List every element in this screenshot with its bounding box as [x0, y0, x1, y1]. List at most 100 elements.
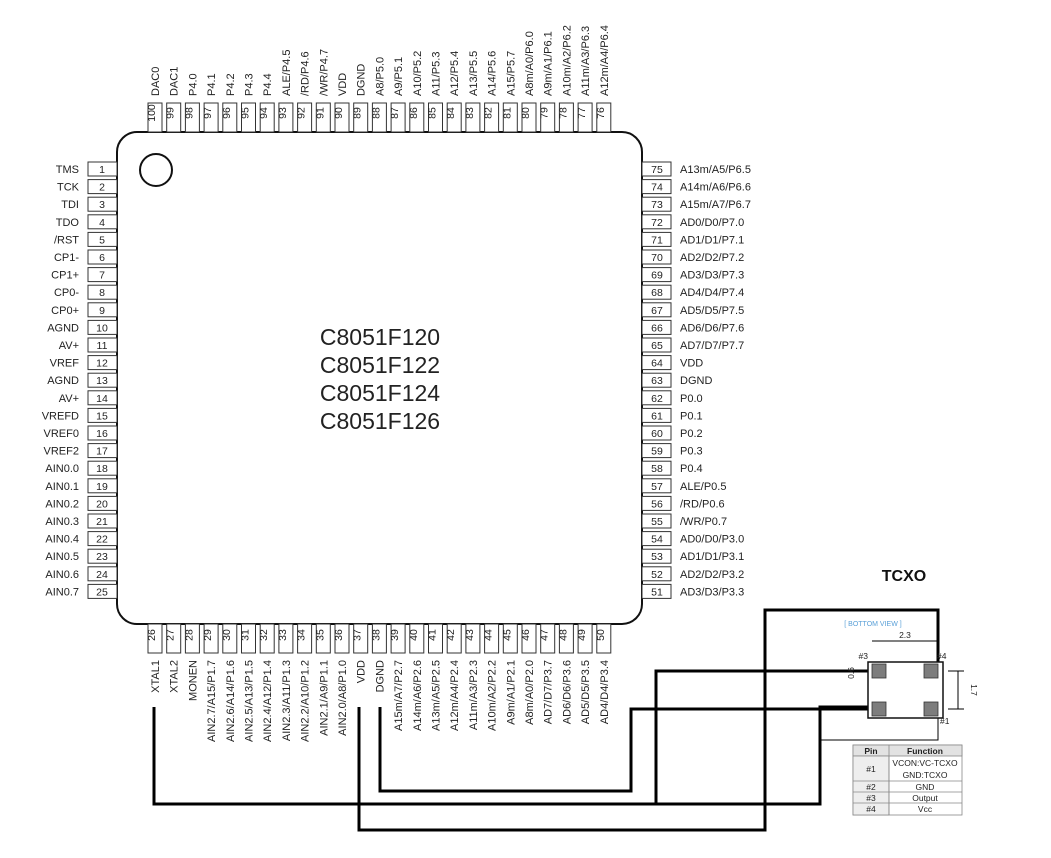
pin-label: AIN2.1/A9/P1.1	[318, 660, 330, 736]
pin-number: 9	[99, 305, 105, 317]
pin-number: 77	[576, 107, 588, 119]
pin-label: TDI	[61, 199, 79, 211]
pad-label: #4	[937, 651, 947, 661]
pin-box	[641, 267, 672, 283]
pin-label: A10/P5.2	[412, 51, 424, 96]
pin-label: P4.0	[187, 73, 199, 96]
pin-number: 51	[651, 586, 663, 598]
pin-number: 5	[99, 234, 105, 246]
pin-box	[428, 623, 443, 654]
pin-number: 12	[96, 358, 108, 370]
pin-box	[222, 102, 238, 133]
pin-label: A10m/A2/P6.2	[561, 25, 573, 96]
pin-number: 33	[277, 629, 289, 641]
pin-number: 98	[183, 107, 195, 119]
pin-label: ALE/P4.5	[281, 50, 293, 96]
pin-box	[446, 102, 462, 133]
pin-label: A8m/A0/P2.0	[524, 660, 536, 725]
pin-box	[203, 102, 219, 133]
pin-label: DAC1	[169, 67, 181, 96]
pin-box	[184, 102, 200, 133]
pin-box	[87, 495, 118, 511]
pin-box	[641, 214, 672, 230]
pin-number: 52	[651, 569, 663, 581]
pin-number: 75	[651, 164, 663, 176]
pin-number: 37	[352, 629, 364, 641]
pin-box	[641, 302, 672, 318]
pin-label: AGND	[47, 322, 79, 334]
table-cell: GND	[916, 782, 935, 792]
pin-function-table: Pin Function #1 VCON:VC-TCXO GND:TCXO #2…	[852, 744, 963, 816]
pin-label: VREF	[50, 358, 80, 370]
pin-box	[315, 102, 331, 133]
pin-label: A14m/A6/P6.6	[680, 182, 751, 194]
pin-box	[241, 623, 256, 654]
pin-number: 76	[595, 107, 607, 119]
pin-label: P0.1	[680, 410, 703, 422]
pin-box	[641, 319, 672, 335]
pin-label: VREF0	[44, 428, 79, 440]
pin-box	[87, 425, 118, 441]
pin-label: AD7/D7/P3.7	[543, 660, 555, 724]
pin-box	[315, 623, 331, 654]
pin-box	[259, 102, 275, 133]
pin-number: 11	[97, 340, 108, 352]
pin-box	[166, 102, 182, 133]
pin-label: A11/P5.3	[431, 52, 443, 96]
pin-box	[334, 623, 350, 654]
pin-label: AIN2.4/A12/P1.4	[262, 660, 274, 742]
pin-box	[484, 623, 500, 654]
pin-number: 61	[651, 410, 663, 422]
pin-box	[87, 460, 118, 476]
chip-body	[116, 131, 643, 625]
table-header-function: Function	[907, 746, 943, 756]
pin-box	[558, 102, 574, 133]
pin-number: 93	[277, 107, 289, 119]
pin-number: 80	[520, 107, 532, 119]
pin-box	[87, 179, 118, 195]
pin-label: A14m/A6/P2.6	[412, 660, 424, 731]
pin-number: 3	[99, 199, 105, 211]
pin-number: 88	[370, 107, 382, 119]
pin-box	[87, 548, 118, 564]
pin-box	[87, 319, 118, 335]
pin1-marker	[139, 153, 173, 187]
pin-label: DGND	[680, 375, 712, 387]
pin-number: 1	[99, 164, 105, 176]
pin-label: A12/P5.4	[449, 51, 461, 96]
pin-number: 18	[96, 463, 108, 475]
pin-label: AD1/D1/P3.1	[680, 551, 744, 563]
pad	[923, 701, 939, 717]
left-pins: 1TMS2TCK3TDI4TDO5/RST6CP1-7CP1+8CP0-9CP0…	[42, 161, 118, 599]
pin-number: 79	[539, 107, 551, 119]
pin-label: AIN0.4	[45, 534, 79, 546]
pin-box	[87, 249, 118, 265]
pin-number: 74	[651, 182, 663, 194]
pin-label: P0.3	[680, 446, 703, 458]
pin-label: A9m/A1/P6.1	[543, 31, 555, 96]
pin-label: AD6/D6/P3.6	[561, 660, 573, 724]
pin-box	[558, 623, 574, 654]
table-header-pin: Pin	[864, 746, 877, 756]
pin-number: 17	[96, 446, 108, 458]
pin-box	[641, 460, 672, 476]
pin-label: A9/P5.1	[393, 57, 405, 96]
pad-label: #3	[859, 651, 869, 661]
pin-label: AD5/D5/P7.5	[680, 305, 744, 317]
part-number: C8051F120	[320, 324, 440, 350]
pin-number: 24	[96, 569, 108, 581]
pin-number: 2	[99, 182, 105, 194]
pin-box	[521, 623, 537, 654]
pin-label: P4.4	[262, 73, 274, 96]
pin-box	[641, 531, 672, 547]
pin-label: DGND	[374, 660, 386, 692]
pin-box	[353, 623, 369, 654]
pin-number: 28	[183, 629, 195, 641]
pin-label: VDD	[337, 73, 349, 96]
pin-label: CP1+	[51, 270, 79, 282]
pin-box	[297, 623, 313, 654]
pin-number: 27	[165, 629, 177, 641]
pin-box	[390, 102, 406, 133]
pin-label: AD2/D2/P7.2	[680, 252, 744, 264]
